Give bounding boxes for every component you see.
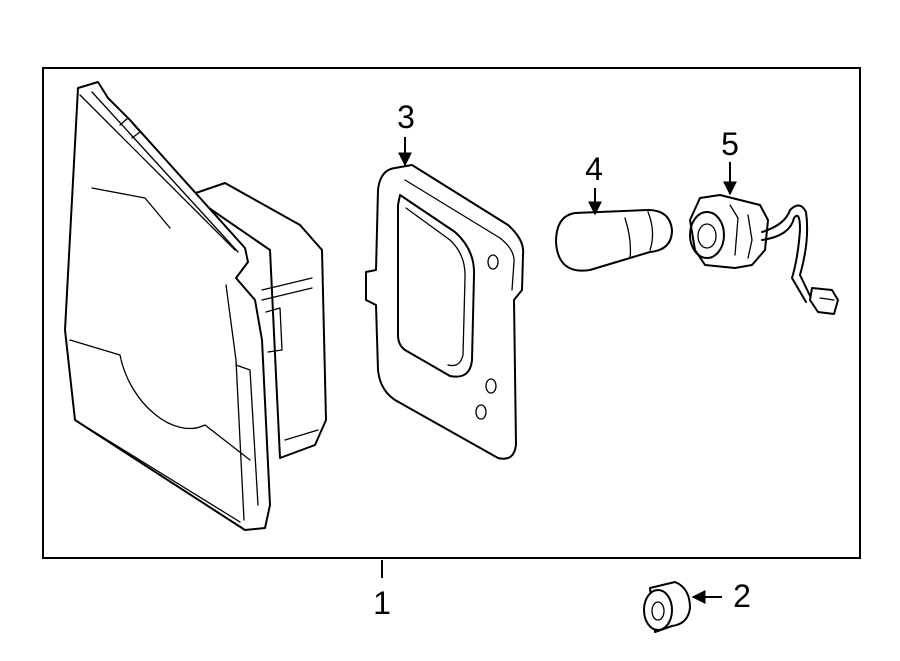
lamp-housing-part: [64, 81, 327, 531]
callout-5: 5: [721, 126, 739, 162]
gasket-part: [365, 164, 525, 460]
callout-3: 3: [397, 99, 415, 135]
bulb-part: [555, 209, 673, 272]
socket-part: [689, 194, 839, 315]
callout-4: 4: [585, 151, 603, 187]
callout-2: 2: [733, 578, 751, 614]
grommet-part: [643, 581, 691, 633]
assembly-frame: [42, 67, 861, 559]
callout-1: 1: [373, 585, 391, 621]
